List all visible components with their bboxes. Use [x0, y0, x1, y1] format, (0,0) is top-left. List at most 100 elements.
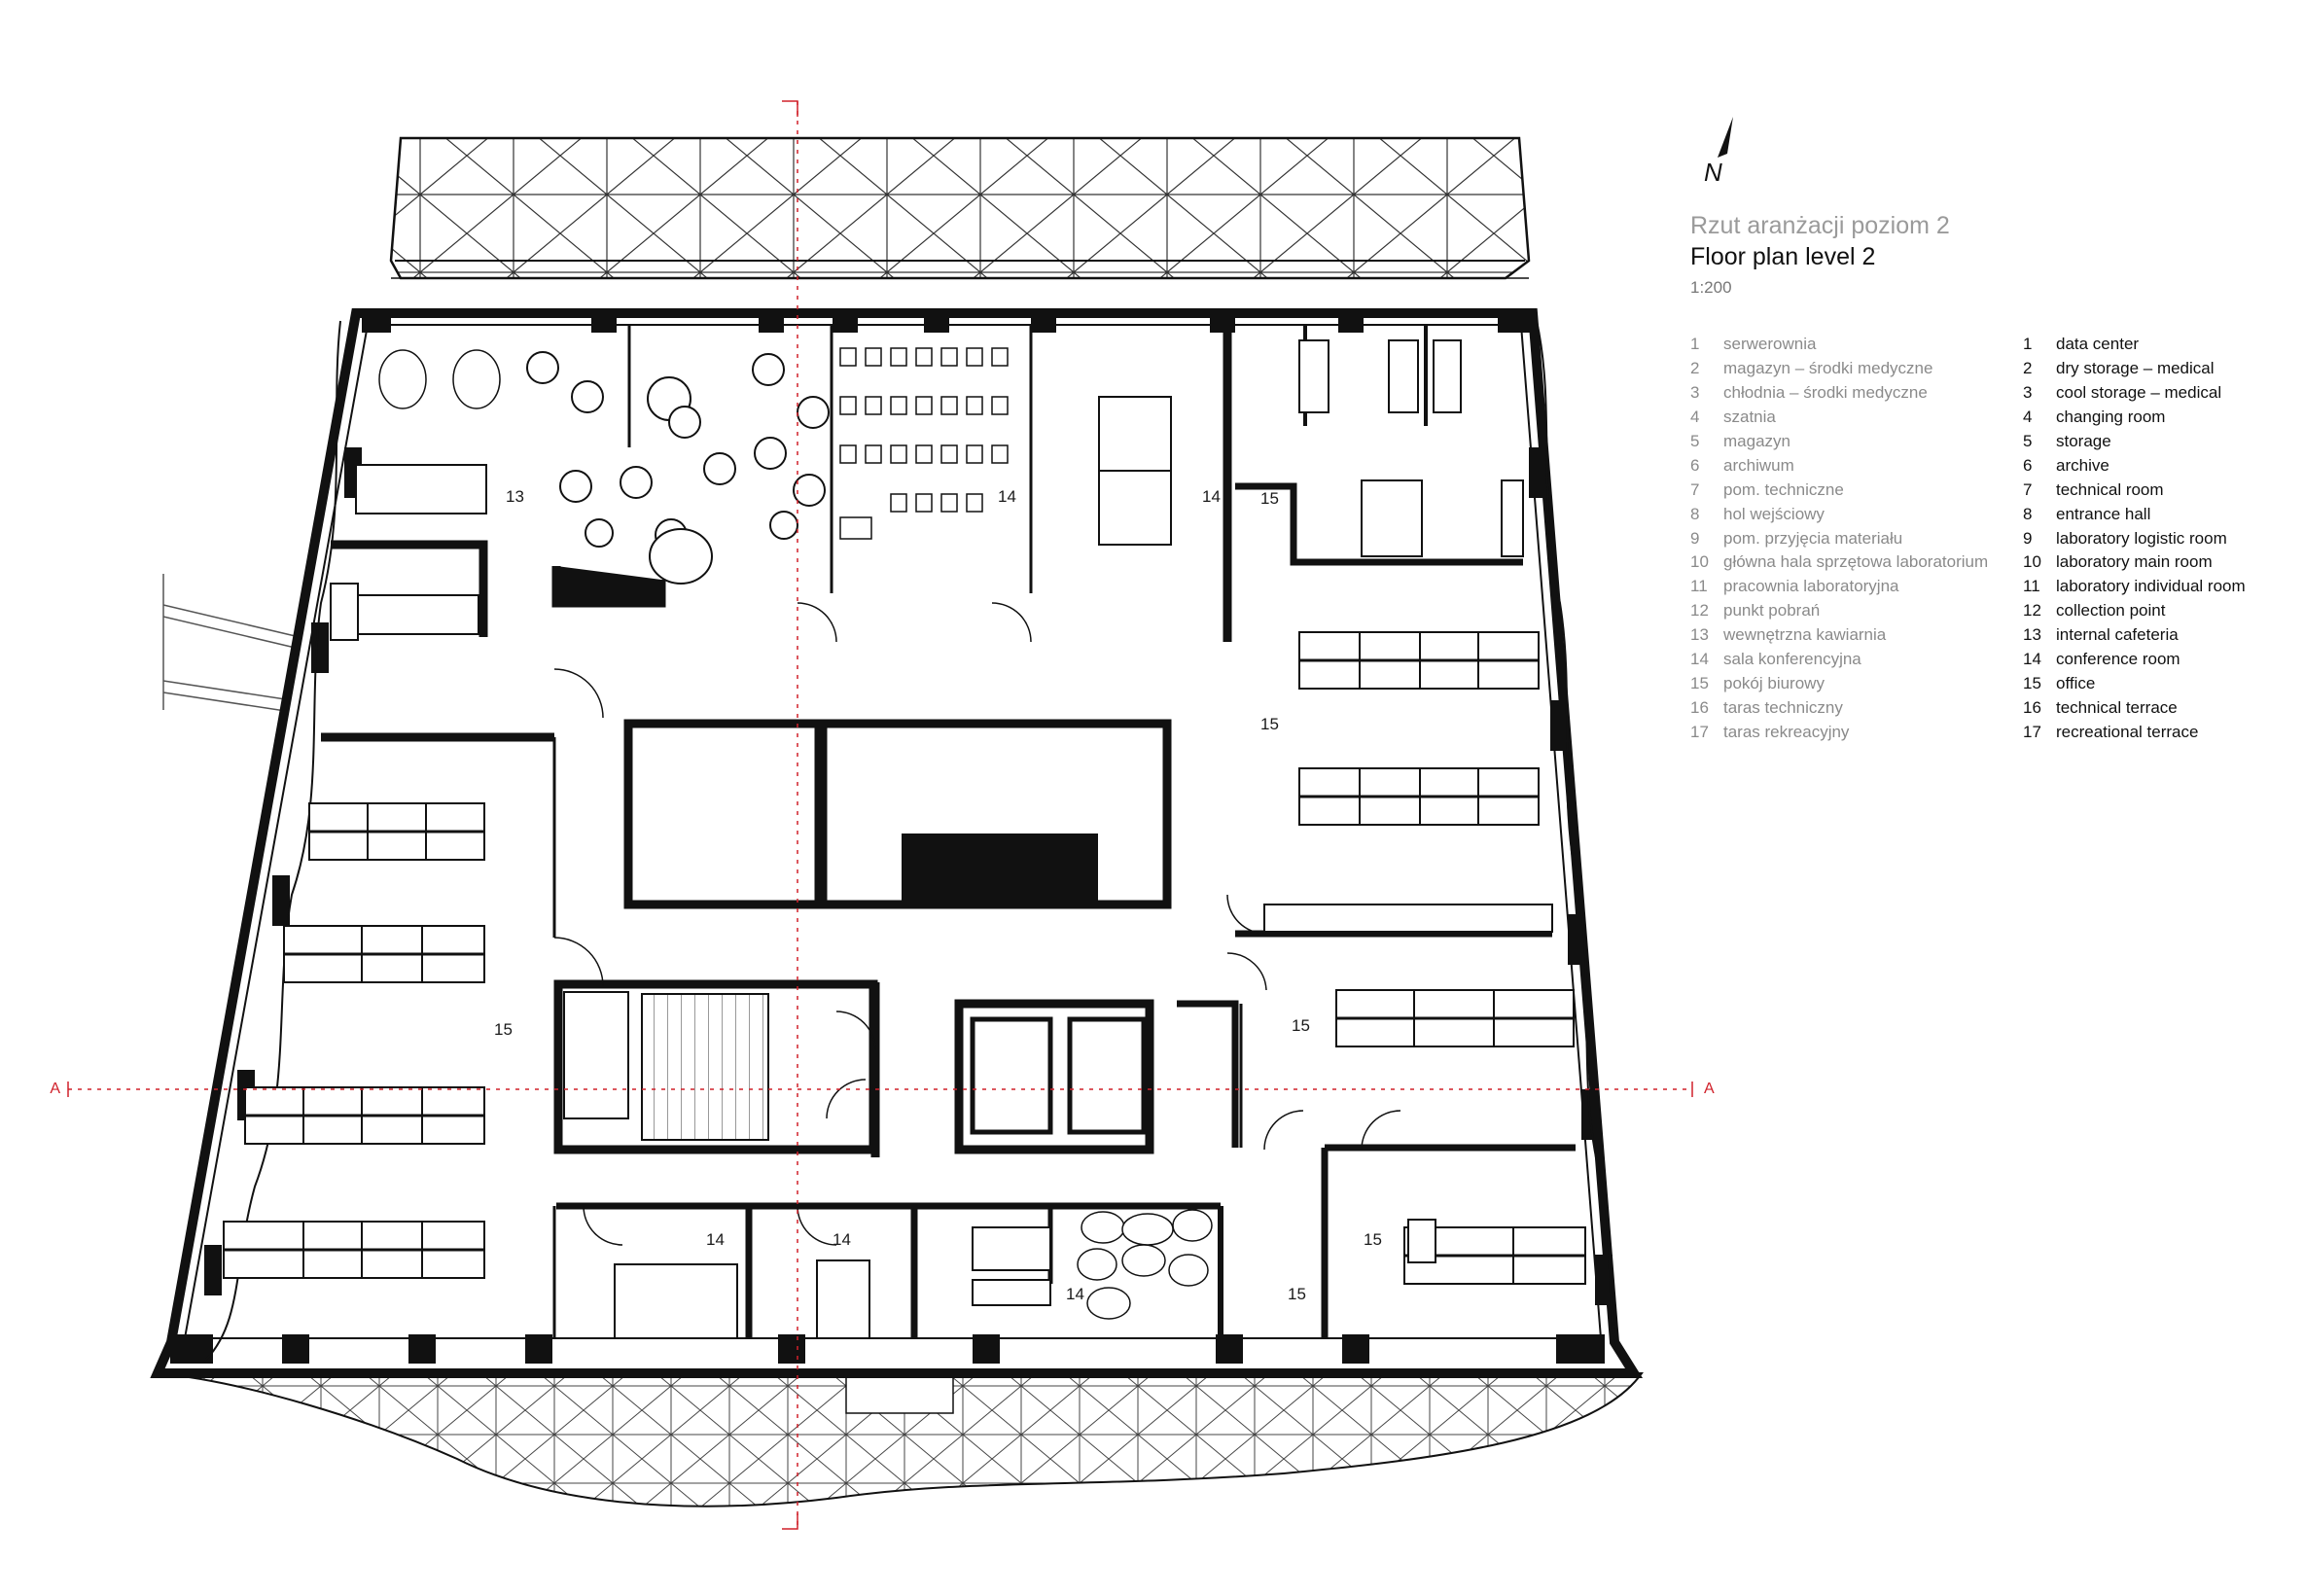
desk-cluster-west-4 — [223, 1221, 485, 1279]
legend-item: 7 pom. techniczne — [1690, 478, 2021, 502]
legend-number: 7 — [2023, 479, 2033, 499]
legend-number: 2 — [2023, 359, 2033, 378]
desk-cluster-east-2 — [1298, 767, 1540, 826]
north-label: N — [1704, 158, 1722, 187]
section-mark-east: A — [1704, 1081, 1715, 1097]
section-line — [67, 100, 1693, 1530]
legend-label: office — [2056, 673, 2096, 692]
legend-item: 15 pokój biurowy — [1690, 671, 2021, 695]
legend-label: internal cafeteria — [2056, 625, 2179, 645]
legend-label: taras techniczny — [1723, 697, 1843, 717]
legend-number: 16 — [2023, 697, 2041, 717]
legend-item: 16 taras techniczny — [1690, 695, 2021, 720]
desk-cluster-west-3 — [244, 1086, 485, 1145]
legend-number: 11 — [2023, 577, 2040, 596]
legend-label: pom. przyjęcia materiału — [1723, 528, 1903, 548]
south-terrace — [157, 1372, 1644, 1507]
cafeteria-counter — [355, 464, 487, 514]
cafe-tables — [526, 351, 830, 551]
desk-cluster-se — [1403, 1219, 1586, 1285]
legend-item: 4 changing room — [2023, 406, 2276, 430]
legend-label: szatnia — [1723, 408, 1776, 427]
room-label-office-west: 15 — [494, 1020, 513, 1039]
terrace-bench — [845, 1375, 954, 1414]
legend-number: 10 — [1690, 552, 1709, 572]
legend-label: chłodnia – środki medyczne — [1723, 383, 1928, 403]
legend-number: 4 — [2023, 408, 2033, 427]
legend-item: 16 technical terrace — [2023, 695, 2276, 720]
room-label-office-se: 15 — [1364, 1230, 1382, 1249]
room-label-office-bottom-small: 15 — [1288, 1285, 1306, 1303]
room-label-conf-bottom-1: 14 — [706, 1230, 725, 1249]
conference-table-south-2 — [816, 1259, 870, 1339]
legend-number: 7 — [1690, 479, 1700, 499]
legend-number: 16 — [1690, 697, 1709, 717]
legend-label: pom. techniczne — [1723, 479, 1844, 499]
desk-row-east-3 — [1263, 904, 1553, 933]
desk-cluster-west-2 — [283, 925, 485, 983]
room-label-office-ne-top: 15 — [1260, 489, 1279, 508]
legend-number: 1 — [2023, 335, 2033, 354]
legend-number: 8 — [2023, 504, 2033, 523]
legend-label: laboratory main room — [2056, 552, 2213, 572]
room-label-office-east-mid: 15 — [1292, 1016, 1310, 1035]
legend-number: 6 — [1690, 455, 1700, 475]
legend-label: wewnętrzna kawiarnia — [1723, 625, 1887, 645]
legend-label: taras rekreacyjny — [1723, 722, 1850, 741]
legend-number: 9 — [2023, 528, 2033, 548]
room-label-conf-bottom-2: 14 — [833, 1230, 851, 1249]
title-english: Floor plan level 2 — [1690, 243, 1876, 270]
legend-item: 14 sala konferencyjna — [1690, 648, 2021, 672]
legend-label: pokój biurowy — [1723, 673, 1825, 692]
legend-number: 3 — [2023, 383, 2033, 403]
title-polish: Rzut aranżacji poziom 2 — [1690, 212, 1950, 239]
legend-label: data center — [2056, 335, 2140, 354]
legend-label: magazyn — [1723, 432, 1790, 450]
interior-walls — [321, 325, 1576, 1338]
legend-number: 8 — [1690, 504, 1700, 523]
legend-label: pracownia laboratoryjna — [1723, 577, 1899, 596]
legend-label: magazyn – środki medyczne — [1723, 359, 1933, 378]
legend-number: 15 — [1690, 673, 1709, 692]
legend-number: 13 — [2023, 625, 2041, 645]
legend-label: sala konferencyjna — [1723, 650, 1861, 669]
legend-number: 10 — [2023, 552, 2041, 572]
room-label-cafeteria: 13 — [506, 487, 524, 506]
legend-number: 17 — [2023, 722, 2041, 741]
legend-item: 13 internal cafeteria — [2023, 623, 2276, 648]
legend-number: 1 — [1690, 335, 1700, 354]
north-terrace — [389, 136, 1531, 280]
legend-number: 13 — [1690, 625, 1709, 645]
room-label-conf-top-right: 14 — [1202, 487, 1221, 506]
desk-cluster-east-4 — [1335, 989, 1575, 1047]
legend-number: 5 — [2023, 432, 2033, 450]
title-block: Rzut aranżacji poziom 2 Floor plan level… — [1690, 210, 2274, 298]
legend-label: technical terrace — [2056, 697, 2178, 717]
legend-number: 14 — [1690, 650, 1709, 669]
desk-cluster-west-1 — [308, 802, 485, 861]
legend-label: archive — [2056, 455, 2109, 475]
conference-table-south-1 — [614, 1263, 738, 1339]
legend-label: changing room — [2056, 408, 2166, 427]
legend-number: 12 — [1690, 601, 1709, 621]
legend-number: 9 — [1690, 528, 1700, 548]
legend-label: dry storage – medical — [2056, 359, 2215, 378]
